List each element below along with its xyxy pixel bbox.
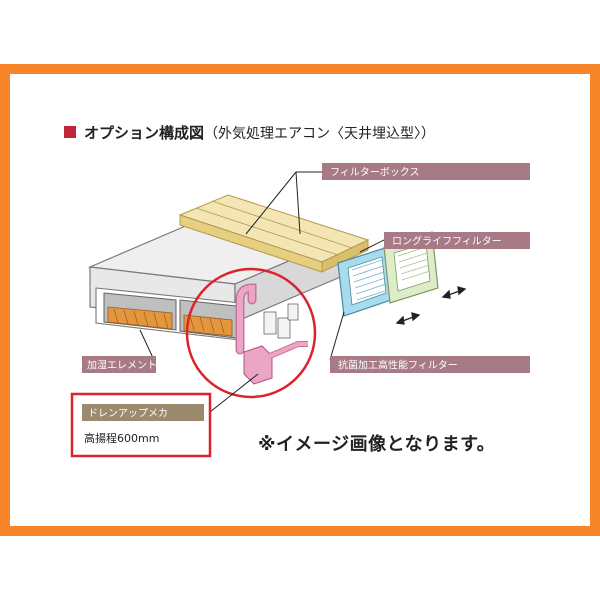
antibacterial-filter-graphic — [337, 246, 395, 317]
image-note: ※イメージ画像となります。 — [258, 434, 496, 455]
svg-text:抗菌加工高性能フィルター: 抗菌加工高性能フィルター — [338, 359, 458, 372]
title-square-icon — [64, 126, 76, 138]
svg-text:加湿エレメント: 加湿エレメント — [87, 360, 157, 372]
svg-text:フィルターボックス: フィルターボックス — [330, 167, 420, 179]
drain-up-mechanism-graphic — [235, 283, 308, 385]
highlight-circle — [185, 267, 317, 399]
leader-lines — [139, 171, 385, 413]
filter-box-graphic — [178, 194, 370, 273]
label-antibacterial-filter: 抗菌加工高性能フィルター — [330, 356, 530, 373]
svg-text:ドレンアップメカ: ドレンアップメカ — [88, 408, 168, 420]
drain-up-callout: ドレンアップメカ 高揚程600mm — [70, 392, 212, 458]
label-long-life-filter: ロングライフフィルター — [384, 232, 530, 249]
label-humidifier-element: 加湿エレメント — [82, 356, 157, 373]
long-life-filter-graphic — [383, 231, 439, 304]
orange-frame — [0, 64, 600, 536]
svg-text:高揚程600mm: 高揚程600mm — [84, 431, 159, 445]
label-filter-box: フィルターボックス — [322, 163, 530, 180]
humidifier-element-graphic — [107, 306, 233, 337]
svg-text:ロングライフフィルター: ロングライフフィルター — [392, 235, 502, 248]
page-title: オプション構成図（外気処理エアコン〈天井埋込型〉） — [84, 124, 435, 142]
slide-arrows — [395, 286, 467, 325]
